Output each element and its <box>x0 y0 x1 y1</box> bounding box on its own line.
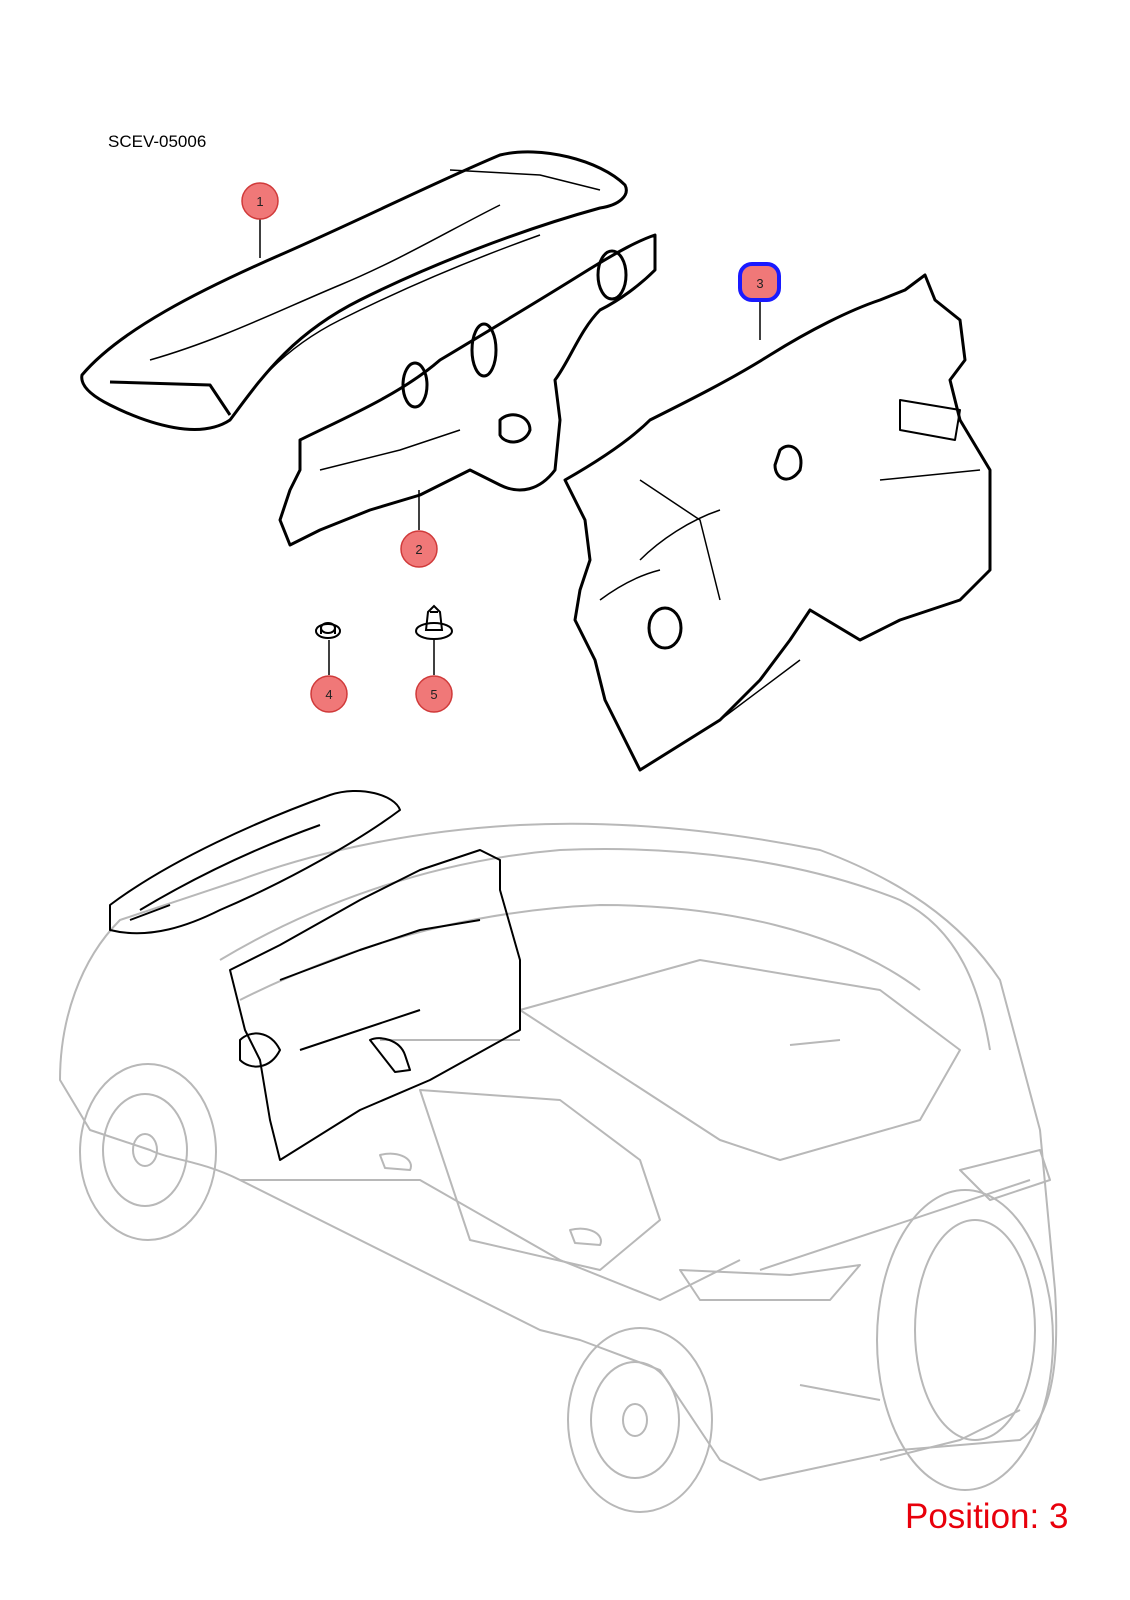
callout-label-4: 4 <box>325 687 332 702</box>
callout-label-1: 1 <box>256 194 263 209</box>
position-indicator: Position: 3 <box>905 1497 1069 1536</box>
vehicle-outline <box>59 822 1058 1513</box>
installed-parts <box>109 789 521 1161</box>
callout-5[interactable]: 5 <box>415 675 453 713</box>
callout-label-2: 2 <box>415 542 422 557</box>
part-1-hood-insulator <box>80 150 628 431</box>
callout-4[interactable]: 4 <box>310 675 348 713</box>
callout-1[interactable]: 1 <box>241 182 279 220</box>
callout-label-3: 3 <box>756 276 763 291</box>
leader-lines <box>259 218 761 675</box>
callout-3-selected[interactable]: 3 <box>738 262 781 302</box>
part-3-dash-insulator-inner <box>563 273 992 772</box>
part-2-dash-insulator <box>278 233 657 547</box>
callout-label-5: 5 <box>430 687 437 702</box>
callout-2[interactable]: 2 <box>400 530 438 568</box>
diagram-code: SCEV-05006 <box>108 132 207 151</box>
part-5-clip <box>415 604 453 640</box>
part-4-nut <box>315 622 341 639</box>
